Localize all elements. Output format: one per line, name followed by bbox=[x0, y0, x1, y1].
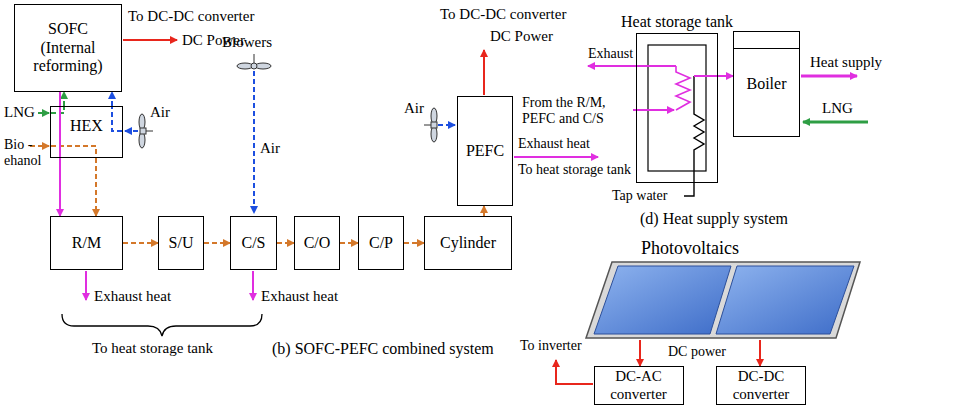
node-label: SOFC (Internal reforming) bbox=[26, 20, 110, 75]
power-arrow bbox=[483, 50, 485, 95]
process-box: R/M bbox=[50, 216, 123, 270]
heat-storage-tank: Heat storage tank bbox=[636, 33, 718, 183]
lng-inner bbox=[51, 107, 64, 113]
flow-connector bbox=[639, 340, 641, 366]
annotation-label: Air bbox=[150, 104, 170, 121]
annotation-label: Exhaust heat bbox=[94, 288, 171, 305]
annotation-label: Tap water bbox=[612, 188, 667, 204]
pv-pane bbox=[594, 266, 731, 334]
heat-exchanger-box: HEX bbox=[50, 106, 123, 158]
flow-connector bbox=[123, 242, 158, 244]
blower-air-line bbox=[253, 71, 255, 213]
converter-box: DC-DC converter bbox=[716, 366, 806, 405]
node-label: DC-DC converter bbox=[720, 368, 802, 403]
water-coil bbox=[694, 76, 704, 160]
pv-frame bbox=[586, 262, 860, 338]
annotation-label: DC Power bbox=[490, 28, 553, 45]
exhaust-arrow bbox=[85, 271, 87, 300]
blower-symbol bbox=[237, 54, 271, 69]
node-label: C/P bbox=[369, 234, 393, 252]
annotation-label: Heat supply bbox=[810, 54, 882, 71]
flow-connector bbox=[404, 242, 424, 244]
flow-connector bbox=[63, 92, 65, 106]
flow-connector bbox=[111, 92, 113, 106]
converter-box: DC-AC converter bbox=[594, 366, 684, 405]
exhaust-arrow bbox=[514, 156, 598, 158]
ethanol-inner bbox=[51, 146, 96, 157]
annotation-label: To heat storage tank bbox=[92, 340, 213, 357]
pefc-box: PEFC bbox=[457, 96, 513, 206]
node-label: Photovoltaics bbox=[641, 238, 739, 259]
inverter-arrow bbox=[556, 360, 593, 384]
annotation-label: Air bbox=[260, 140, 280, 157]
annotation-label: To inverter bbox=[520, 338, 582, 354]
process-box: C/O bbox=[294, 216, 340, 270]
lng-inlet bbox=[38, 112, 49, 114]
exhaust-outlet bbox=[588, 65, 676, 67]
brace bbox=[62, 314, 262, 336]
node-label: S/U bbox=[169, 234, 194, 252]
boiler-box: Boiler bbox=[733, 31, 800, 137]
heat-inlet bbox=[633, 109, 674, 111]
node-label: Cylinder bbox=[440, 234, 496, 252]
annotation-label: Blowers bbox=[222, 34, 272, 51]
flow-connector bbox=[718, 75, 733, 77]
air-inlet bbox=[125, 130, 138, 132]
node-label: PEFC bbox=[466, 142, 504, 160]
sofc-box: SOFC (Internal reforming) bbox=[14, 4, 122, 92]
ethanol-inlet bbox=[30, 145, 49, 147]
flow-connector bbox=[277, 242, 294, 244]
process-box: C/S bbox=[230, 216, 277, 270]
lng-arrow bbox=[803, 121, 868, 124]
photovoltaic-panel: Photovoltaics bbox=[583, 238, 863, 340]
pv-pane bbox=[716, 266, 854, 334]
annotation-label: Exhaust heat bbox=[261, 288, 338, 305]
cylinder-box: Cylinder bbox=[424, 216, 512, 270]
node-label: HEX bbox=[70, 117, 103, 135]
node-label: C/S bbox=[241, 234, 265, 252]
annotation-label: From the R/M, PEFC and C/S bbox=[522, 95, 630, 127]
tank-inner-wall bbox=[648, 45, 706, 171]
annotation-label: DC power bbox=[668, 344, 726, 360]
power-arrow bbox=[123, 39, 177, 41]
process-box: S/U bbox=[158, 216, 204, 270]
annotation-label: (d) Heat supply system bbox=[640, 210, 788, 228]
annotation-label: To DC-DC converter bbox=[440, 6, 566, 23]
flow-connector bbox=[483, 206, 485, 216]
flow-connector bbox=[204, 242, 230, 244]
annotation-label: (b) SOFC-PEFC combined system bbox=[272, 340, 494, 358]
boiler-divider bbox=[734, 48, 799, 49]
annotation-label: Air bbox=[404, 100, 424, 117]
heat-supply-arrow bbox=[801, 75, 857, 78]
flow-connector bbox=[340, 242, 358, 244]
annotation-label: Exhaust heat bbox=[518, 136, 590, 152]
flow-connector bbox=[759, 340, 761, 366]
annotation-label: LNG bbox=[4, 104, 35, 121]
annotation-label: To DC-DC converter bbox=[128, 8, 254, 25]
node-label: R/M bbox=[72, 234, 101, 252]
annotation-label: To heat storage tank bbox=[518, 162, 631, 178]
node-label: DC-AC converter bbox=[598, 368, 680, 403]
tap-water-line bbox=[684, 160, 694, 196]
annotation-label: LNG bbox=[822, 100, 853, 117]
flow-connector bbox=[95, 158, 97, 216]
exhaust-arrow bbox=[252, 271, 254, 300]
node-label: Boiler bbox=[747, 75, 787, 93]
node-label: C/O bbox=[304, 234, 331, 252]
process-box: C/P bbox=[358, 216, 404, 270]
air-inner bbox=[112, 107, 122, 131]
fan-symbol bbox=[424, 108, 437, 142]
annotation-label: Exhaust bbox=[588, 46, 633, 62]
node-label: Heat storage tank bbox=[621, 13, 733, 31]
pefc-air-line bbox=[438, 124, 455, 126]
flow-connector bbox=[59, 92, 61, 216]
water-outlet bbox=[694, 75, 717, 77]
heating-coil bbox=[676, 66, 690, 110]
annotation-label: Bio -ehanol bbox=[4, 137, 58, 169]
